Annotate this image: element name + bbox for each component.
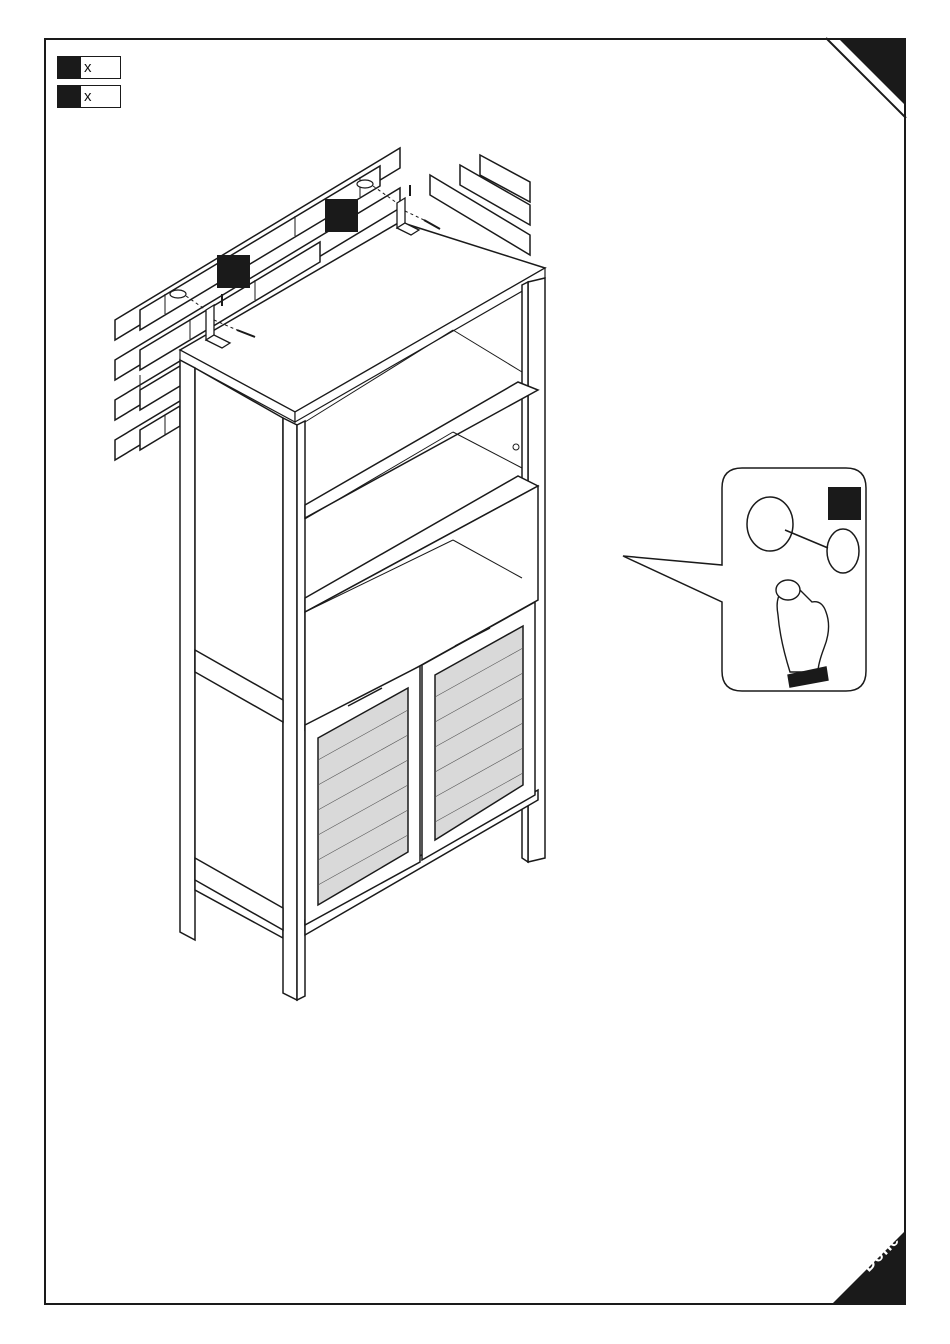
- corner-tab-top: [838, 38, 906, 106]
- part-callout-box: [217, 255, 250, 288]
- part-callout-box: [325, 199, 358, 232]
- part-callout-box: [828, 487, 861, 520]
